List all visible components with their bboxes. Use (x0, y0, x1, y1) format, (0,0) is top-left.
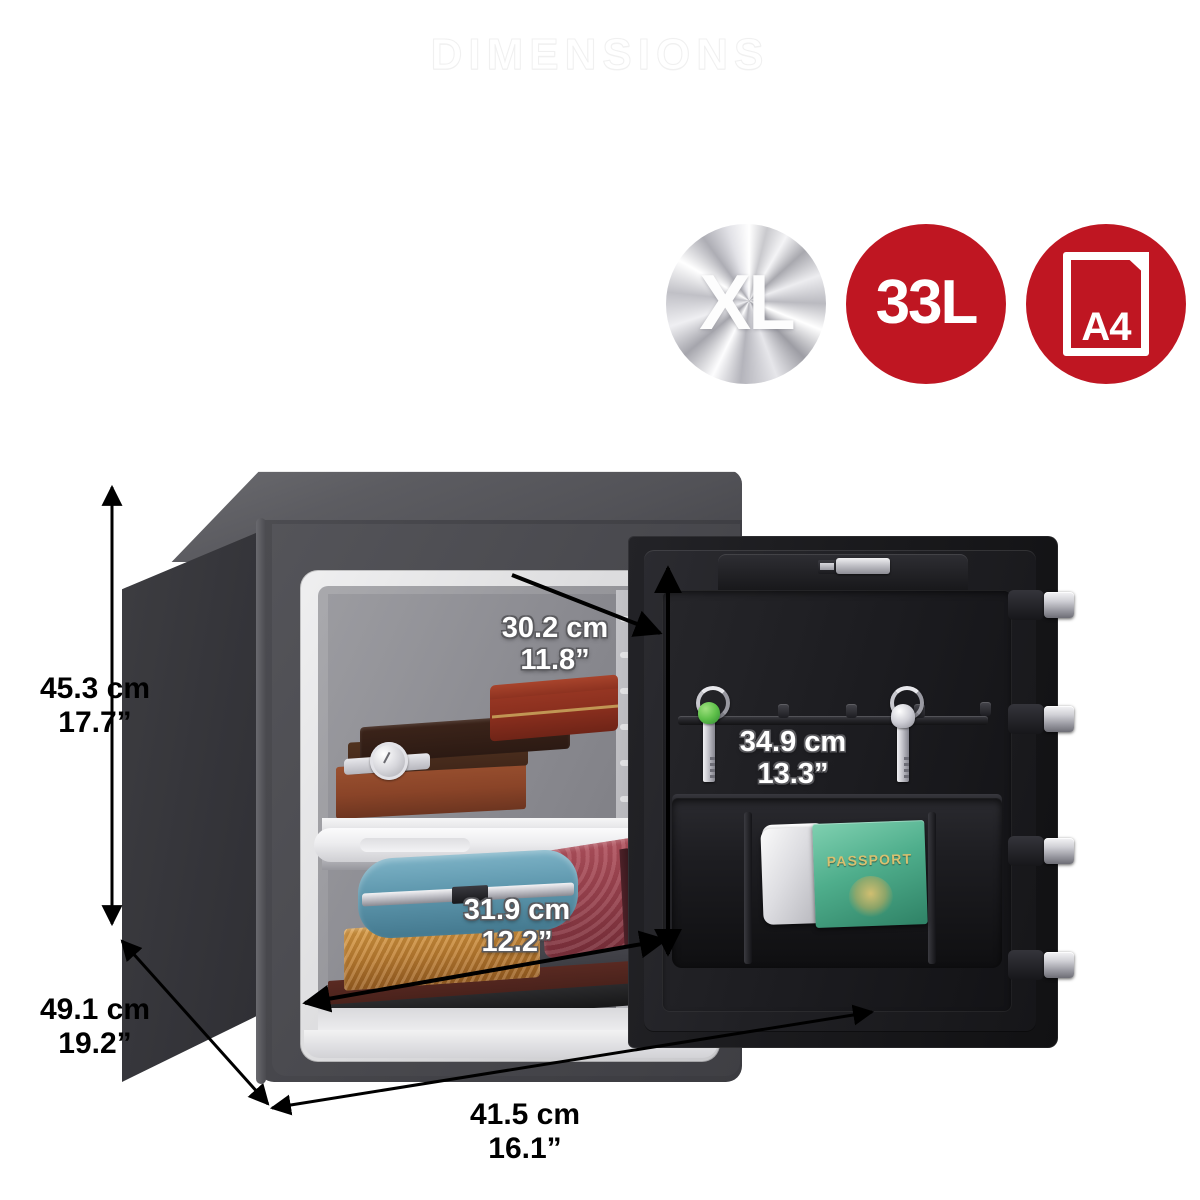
key-head-green (698, 702, 720, 724)
key-hook[interactable] (778, 704, 789, 718)
bolt-pad (1008, 704, 1044, 734)
locking-bolt (1044, 952, 1074, 978)
wristwatch-face (370, 742, 408, 780)
bolt-pad (1008, 590, 1044, 620)
shelf-grip-notch (360, 838, 470, 852)
key-rack-rail (678, 716, 988, 725)
safe-door[interactable]: PASSPORT (628, 536, 1074, 1048)
passport-label: PASSPORT (826, 850, 913, 870)
capacity-badge-label: 33L (875, 268, 979, 337)
interior-width-label: 31.9 cm 12.2” (463, 894, 571, 959)
exterior-depth-label: 49.1 cm 19.2” (39, 993, 151, 1060)
pocket-divider (928, 812, 936, 964)
bolt-pad (1008, 950, 1044, 980)
key-head-silver (891, 704, 915, 728)
pocket-divider (744, 812, 752, 964)
key-blade (703, 708, 715, 782)
badge-row: XL 33L A4 (666, 224, 1186, 404)
document-icon: A4 (1063, 252, 1149, 356)
xl-badge-label: XL (699, 258, 796, 346)
a4-badge: A4 (1026, 224, 1186, 384)
capacity-badge: 33L (846, 224, 1006, 384)
usb-connector (820, 563, 834, 570)
passport: PASSPORT (812, 820, 928, 928)
page-title: DIMENSIONS (430, 30, 770, 80)
usb-drive-icon (818, 556, 890, 578)
safe-front-edge (256, 518, 266, 1084)
bolt-pad (1008, 836, 1044, 866)
interior-height-label: 34.9 cm 13.3” (739, 726, 847, 791)
interior-depth-label: 30.2 cm 11.8” (501, 612, 609, 677)
locking-bolt (1044, 706, 1074, 732)
exterior-height-label: 45.3 cm 17.7” (39, 672, 151, 739)
locking-bolt (1044, 592, 1074, 618)
locking-bolt (1044, 838, 1074, 864)
document-sheet (1063, 252, 1149, 356)
key-hook[interactable] (980, 702, 991, 716)
passport-seal-icon (848, 875, 894, 919)
exterior-width-label: 41.5 cm 16.1” (469, 1098, 581, 1165)
xl-badge: XL (666, 224, 826, 384)
product-illustration: PASSPORT (0, 440, 1200, 1200)
a4-badge-label: A4 (1081, 305, 1131, 349)
usb-clip-metal (836, 558, 890, 574)
key-hook[interactable] (846, 704, 857, 718)
